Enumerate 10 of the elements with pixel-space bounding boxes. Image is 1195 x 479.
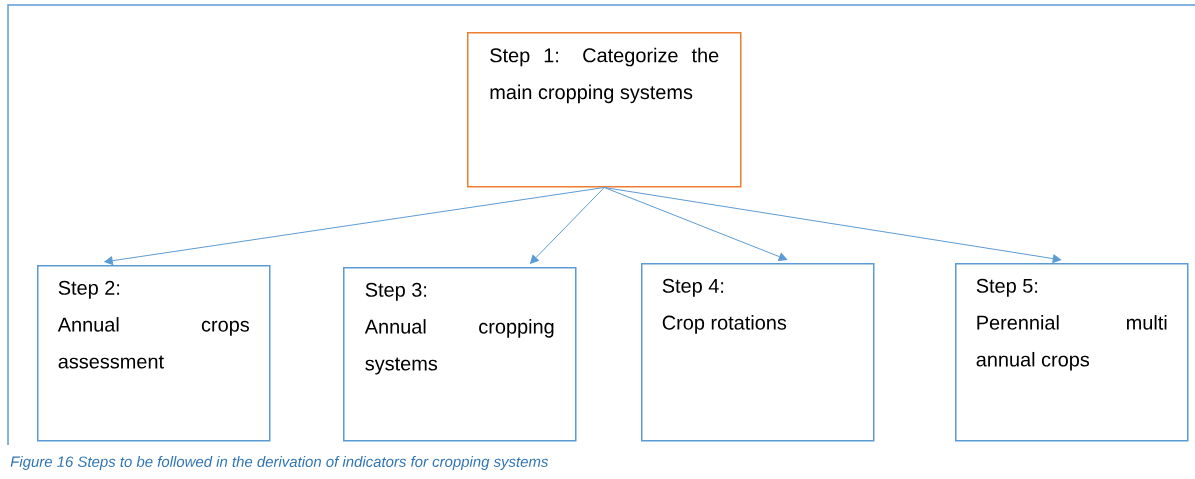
step-box: Step 2: Annual crops assessment bbox=[37, 265, 271, 442]
step-box: Step 1: Categorize the main cropping systems bbox=[467, 32, 742, 188]
arrow bbox=[603, 187, 1062, 263]
arrow bbox=[104, 187, 605, 265]
step-box: Step 4: Crop rotations bbox=[641, 263, 875, 442]
arrow bbox=[603, 187, 788, 261]
caption: Figure 16 Steps to be followed in the derivation of indicators for cropping systems bbox=[10, 456, 549, 470]
step-box: Step 3: Annual cropping systems bbox=[343, 267, 577, 442]
arrow bbox=[530, 187, 605, 264]
step-box: Step 5: Perennial multi annual crops bbox=[955, 263, 1189, 442]
